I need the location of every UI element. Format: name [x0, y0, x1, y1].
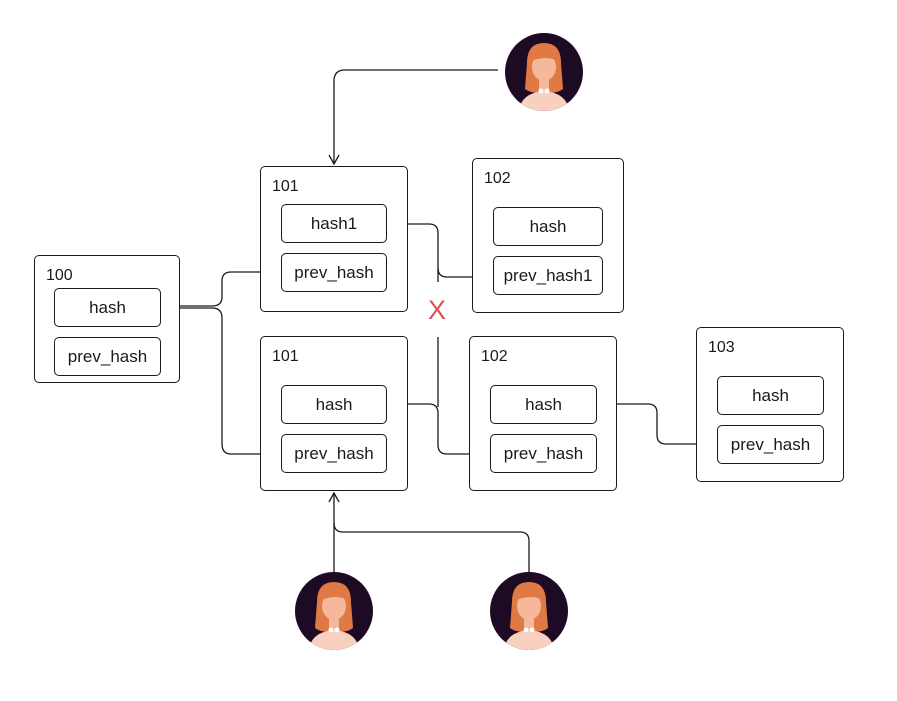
arrow-101bottom-to-100 — [163, 302, 261, 455]
arrow-102top-to-101top — [388, 218, 493, 278]
arrow-101top-to-100 — [163, 271, 261, 312]
hash-field: hash — [493, 207, 603, 246]
block-102-top: 102 hash prev_hash1 — [472, 158, 624, 313]
user-avatar-icon — [295, 572, 373, 650]
hash-field: hash — [54, 288, 161, 327]
prev-hash-field: prev_hash — [281, 253, 387, 292]
block-label: 100 — [46, 267, 73, 284]
block-103: 103 hash prev_hash — [696, 327, 844, 482]
arrow-102bottom-to-101bottom — [388, 398, 490, 455]
arrow-avatar-to-101-top — [328, 69, 498, 166]
prev-hash-field: prev_hash — [281, 434, 387, 473]
block-100: 100 hash prev_hash — [34, 255, 180, 383]
arrow-avatar-right-to-101-bottom — [333, 522, 530, 572]
fork-x-mark: X — [428, 295, 447, 325]
block-label: 101 — [272, 348, 299, 365]
user-avatar-icon — [490, 572, 568, 650]
prev-hash-field: prev_hash — [490, 434, 597, 473]
prev-hash-field: prev_hash — [54, 337, 161, 376]
hash-field: hash — [490, 385, 597, 424]
hash-field: hash — [281, 385, 387, 424]
block-101-bottom: 101 hash prev_hash — [260, 336, 408, 491]
hash-field: hash1 — [281, 204, 387, 243]
user-avatar-icon — [505, 33, 583, 111]
block-label: 102 — [481, 348, 508, 365]
block-label: 101 — [272, 178, 299, 195]
prev-hash-field: prev_hash — [717, 425, 824, 464]
hash-field: hash — [717, 376, 824, 415]
block-101-top: 101 hash1 prev_hash — [260, 166, 408, 312]
block-label: 103 — [708, 339, 735, 356]
block-102-bottom: 102 hash prev_hash — [469, 336, 617, 491]
block-label: 102 — [484, 170, 511, 187]
arrow-103-to-102bottom — [596, 398, 717, 445]
prev-hash-field: prev_hash1 — [493, 256, 603, 295]
